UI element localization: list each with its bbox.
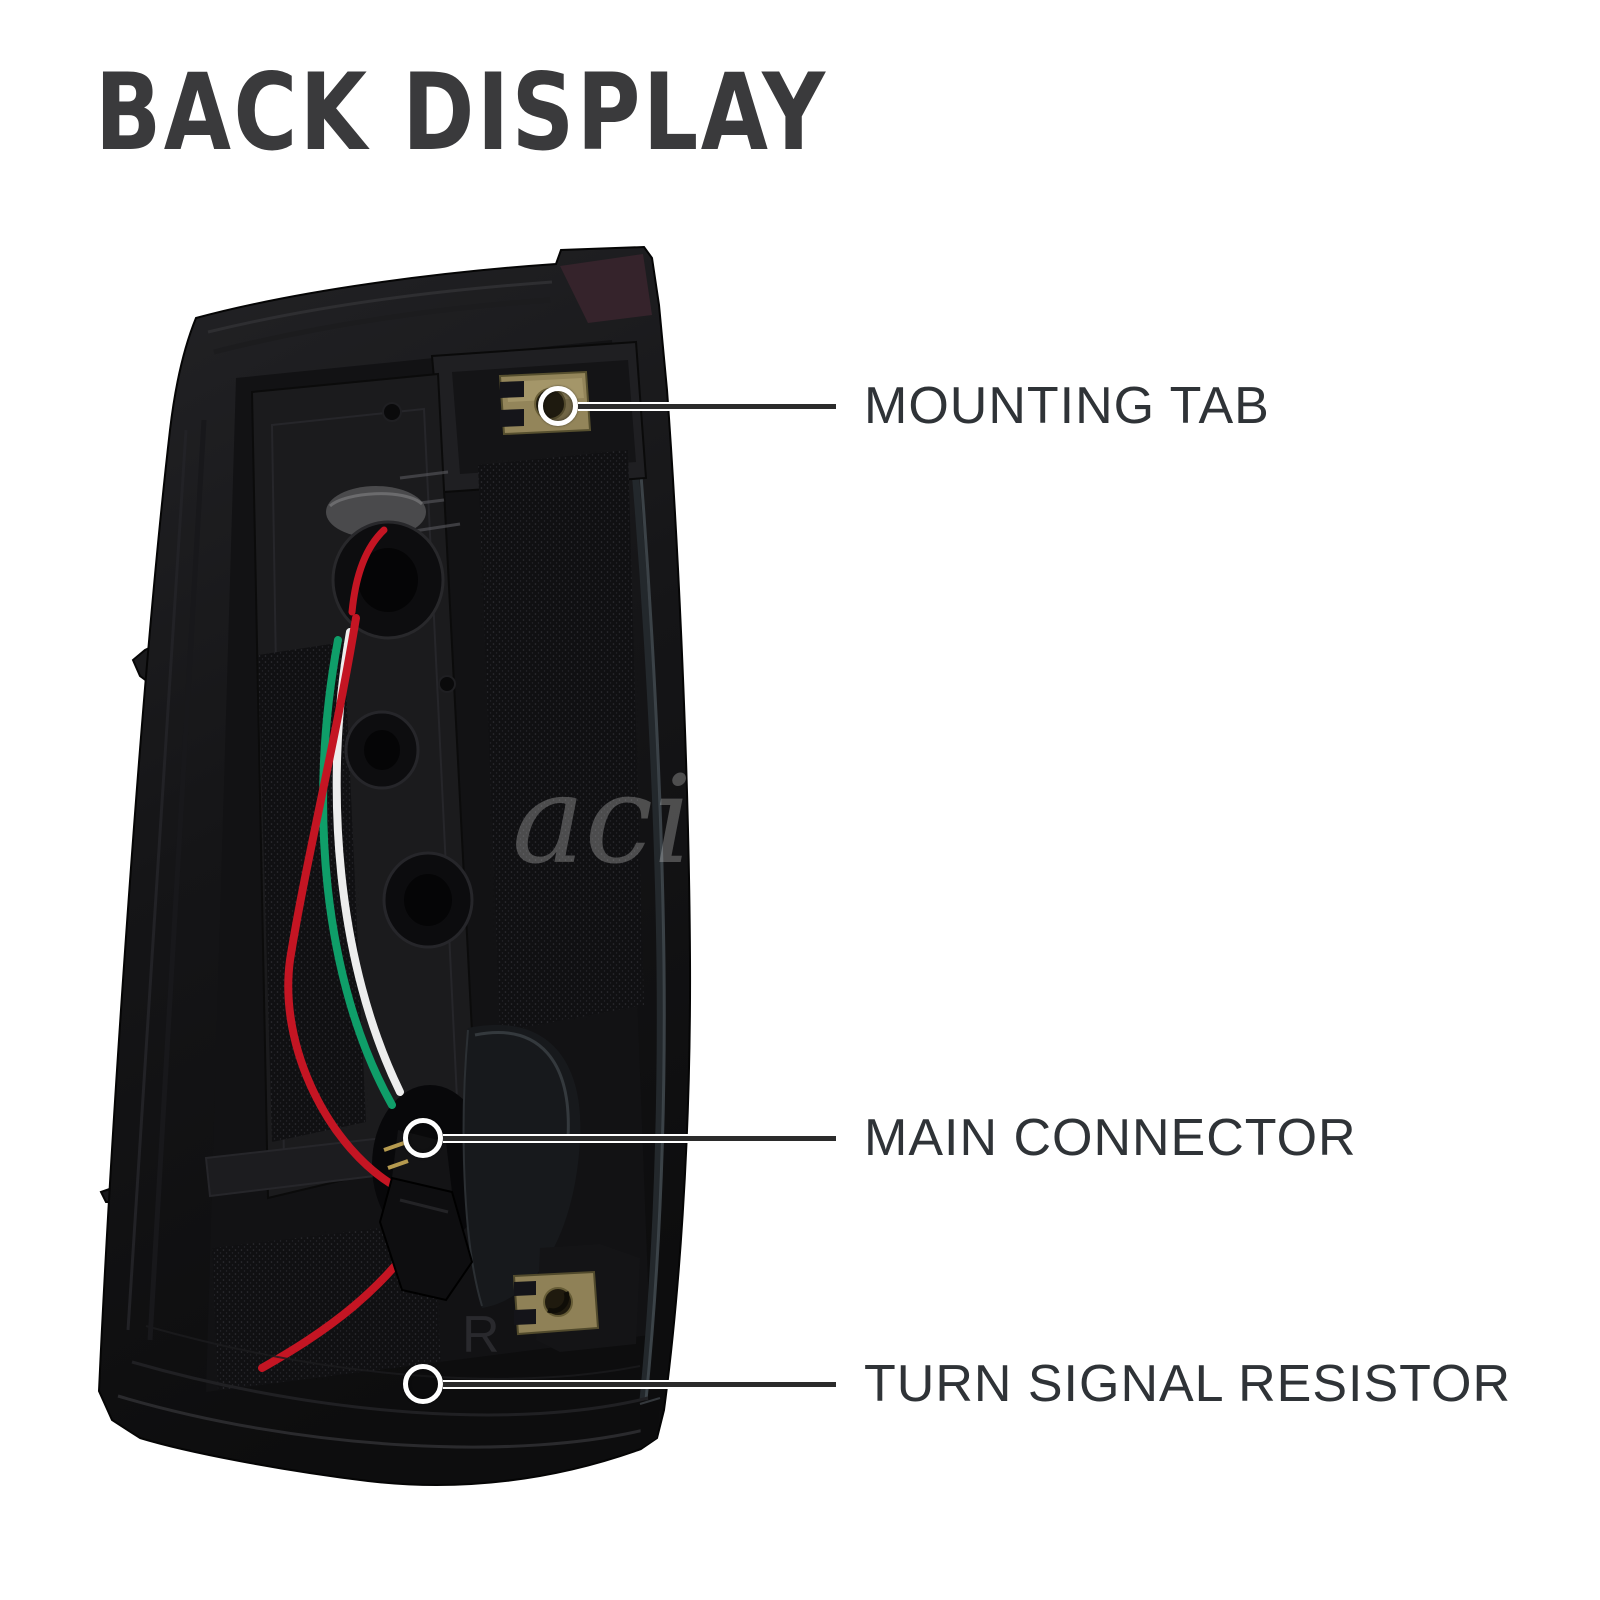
embossed-letter: R <box>462 1306 500 1364</box>
callout-label: MOUNTING TAB <box>864 377 1270 435</box>
lens-edge <box>560 254 652 323</box>
callout-line <box>443 1133 836 1143</box>
page-title: BACK DISPLAY <box>95 51 828 174</box>
callout-main-connector: MAIN CONNECTOR <box>403 1108 1357 1168</box>
callout-label: TURN SIGNAL RESISTOR <box>864 1355 1511 1413</box>
callout-circle-icon <box>403 1364 443 1404</box>
callout-mounting-tab: MOUNTING TAB <box>538 376 1270 436</box>
callout-line <box>578 401 836 411</box>
tail-light-photo: aci <box>97 245 692 1486</box>
callout-circle-icon <box>403 1118 443 1158</box>
bulb-sockets <box>326 402 474 949</box>
callout-line <box>443 1379 836 1389</box>
callout-circle-icon <box>538 386 578 426</box>
callout-label: MAIN CONNECTOR <box>864 1109 1357 1167</box>
callout-turn-signal-resistor: TURN SIGNAL RESISTOR <box>403 1354 1511 1414</box>
watermark-text: aci <box>512 749 692 891</box>
textured-panels <box>212 450 644 1390</box>
lower-mounting-tab <box>512 1244 640 1352</box>
